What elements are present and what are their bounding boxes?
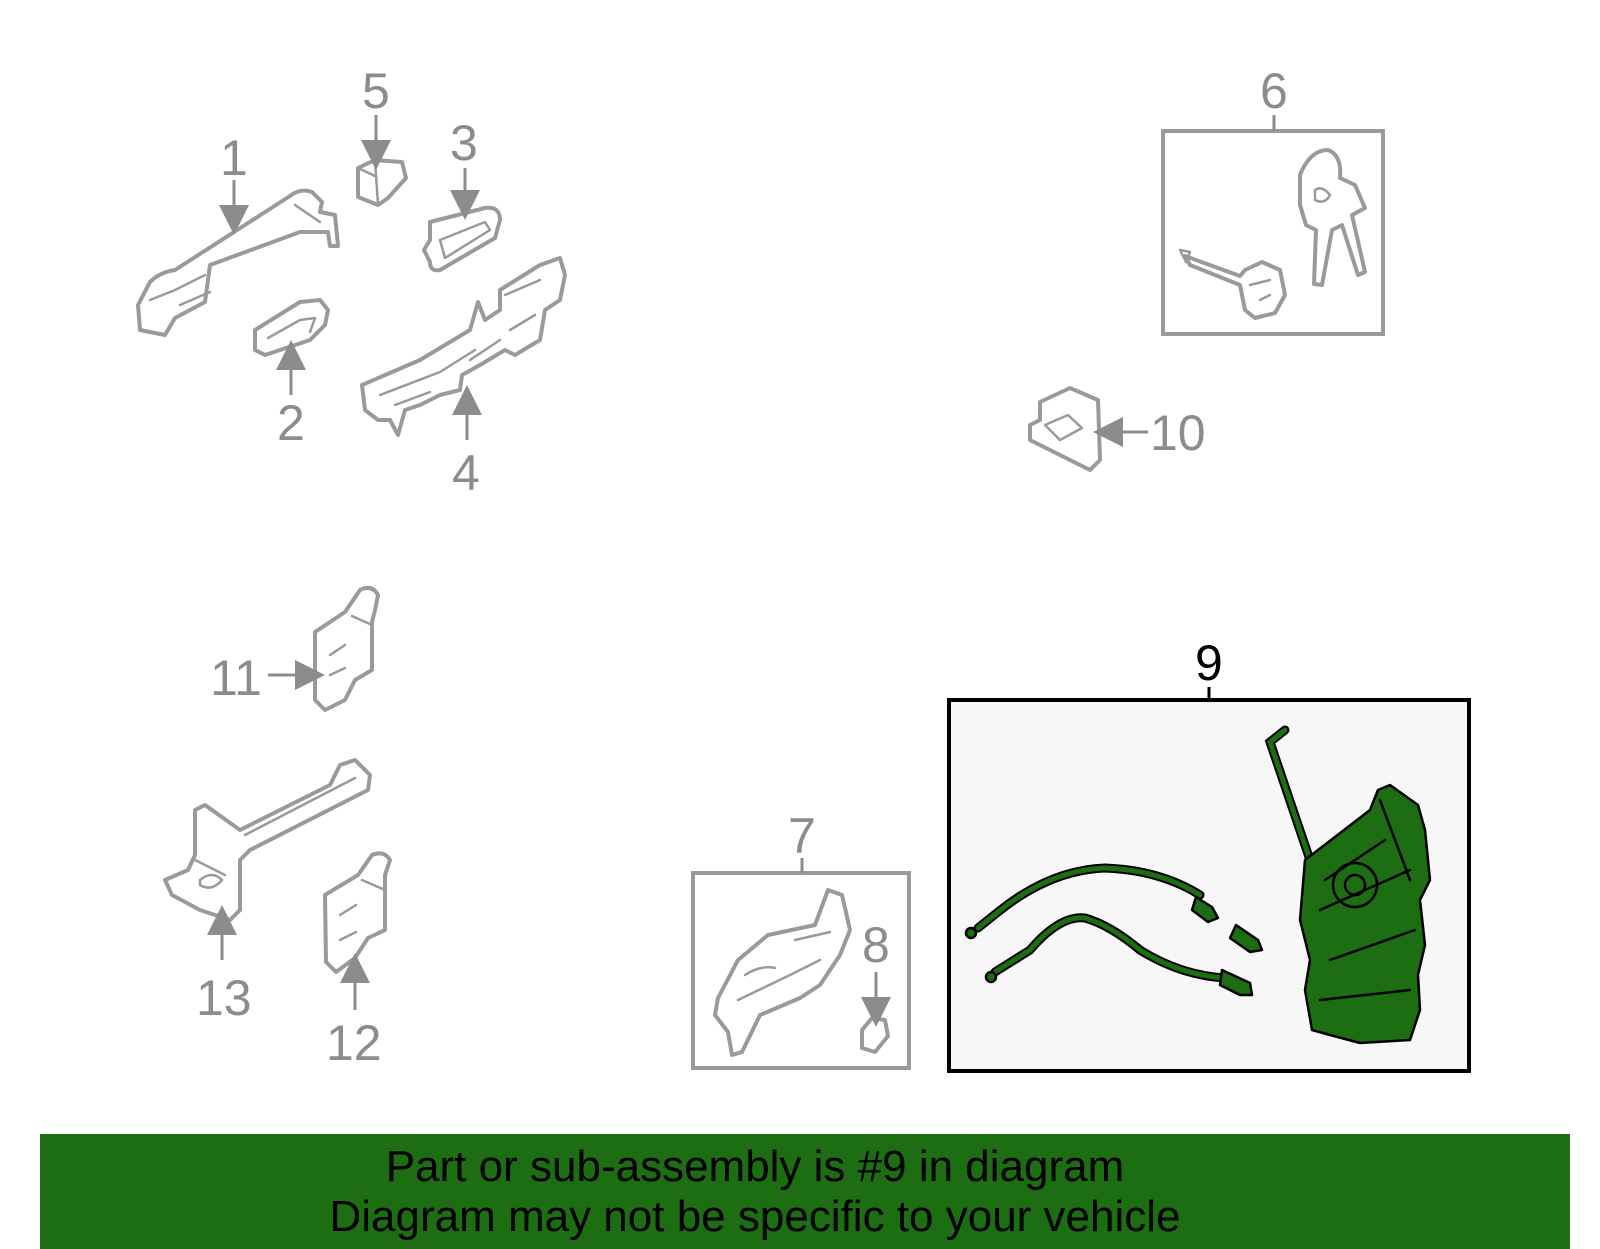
info-banner: Part or sub-assembly is #9 in diagram Di…	[40, 1134, 1570, 1249]
callout-6: 6	[1260, 63, 1288, 131]
callout-11: 11	[210, 650, 325, 706]
part-8-clip[interactable]	[860, 1016, 890, 1054]
svg-text:10: 10	[1150, 405, 1206, 461]
svg-text:8: 8	[862, 917, 890, 973]
callout-2: 2	[276, 340, 306, 451]
part-3-handle-bezel[interactable]	[422, 205, 502, 273]
part-2-handle-cover[interactable]	[253, 298, 330, 357]
svg-text:12: 12	[326, 1015, 382, 1071]
callout-1: 1	[219, 130, 249, 235]
svg-text:13: 13	[196, 970, 252, 1026]
part-10-bracket[interactable]	[1028, 386, 1102, 472]
callout-7: 7	[788, 808, 816, 873]
callout-8: 8	[861, 917, 891, 1027]
part-11-upper-hinge[interactable]	[313, 585, 380, 712]
part-13-door-check[interactable]	[163, 758, 372, 922]
part-1-outside-handle[interactable]	[136, 188, 340, 337]
part-5-cap[interactable]	[356, 158, 408, 207]
svg-text:5: 5	[362, 63, 390, 119]
callout-5: 5	[361, 63, 391, 170]
svg-text:9: 9	[1195, 635, 1223, 691]
banner-line-2: Diagram may not be specific to your vehi…	[329, 1191, 1181, 1241]
part-12-lower-hinge[interactable]	[323, 851, 392, 974]
svg-text:4: 4	[452, 445, 480, 501]
svg-text:6: 6	[1260, 63, 1288, 119]
part-6-lock-cylinder-box[interactable]	[1161, 129, 1385, 336]
svg-text:3: 3	[450, 115, 478, 171]
callout-9: 9	[1195, 635, 1223, 700]
banner-line-1: Part or sub-assembly is #9 in diagram	[385, 1141, 1125, 1191]
part-4-handle-bracket[interactable]	[360, 256, 567, 437]
callout-10: 10	[1093, 405, 1206, 461]
svg-text:2: 2	[277, 395, 305, 451]
callout-13: 13	[196, 905, 252, 1026]
svg-text:1: 1	[220, 130, 248, 186]
callout-4: 4	[452, 385, 482, 501]
svg-text:11: 11	[210, 650, 262, 706]
callout-3: 3	[450, 115, 480, 220]
svg-text:7: 7	[788, 808, 816, 864]
callout-12: 12	[326, 953, 382, 1071]
part-9-lock-actuator-box[interactable]	[947, 698, 1471, 1073]
